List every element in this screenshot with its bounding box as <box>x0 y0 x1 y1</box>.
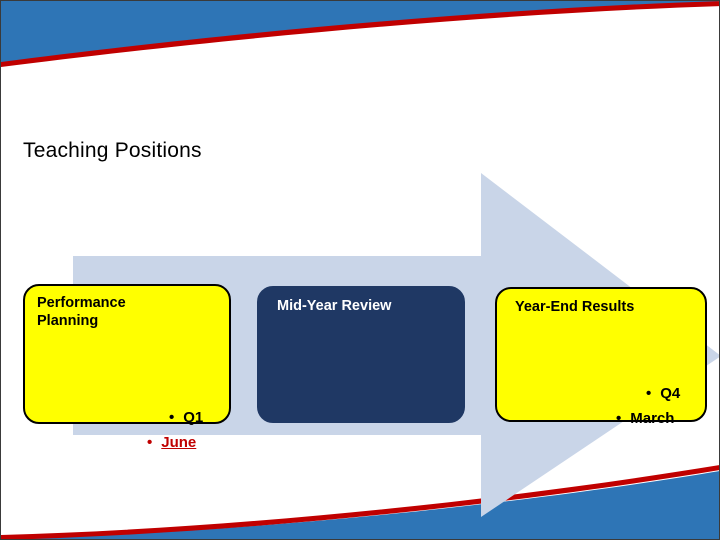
bullet-item-june: • June <box>147 434 196 451</box>
stage-label-mid-year-review: Mid-Year Review <box>277 298 392 314</box>
stage-box-mid-year-review[interactable]: Mid-Year Review <box>257 286 465 423</box>
bullet-dot-icon: • <box>147 434 153 451</box>
bullet-item-march: • March <box>616 410 674 427</box>
page-title: Teaching Positions <box>23 139 202 162</box>
stage-label-performance-planning: Performance Planning <box>37 295 126 330</box>
bullet-dot-icon: • <box>169 409 175 426</box>
bullet-dot-icon: • <box>616 410 622 427</box>
bullet-text-q1: Q1 <box>183 409 204 426</box>
stage-label-year-end-results: Year-End Results <box>515 299 635 315</box>
bullet-dot-icon: • <box>646 385 652 402</box>
bullet-text-june: June <box>161 434 197 451</box>
bullet-text-q4: Q4 <box>660 385 681 402</box>
bullet-text-march: March <box>630 410 675 427</box>
bullet-item-q4: • Q4 <box>646 385 680 402</box>
stage-box-year-end-results[interactable]: Year-End Results <box>495 287 707 422</box>
stage-box-performance-planning[interactable]: Performance Planning <box>23 284 231 424</box>
bullet-item-q1: • Q1 <box>169 409 203 426</box>
